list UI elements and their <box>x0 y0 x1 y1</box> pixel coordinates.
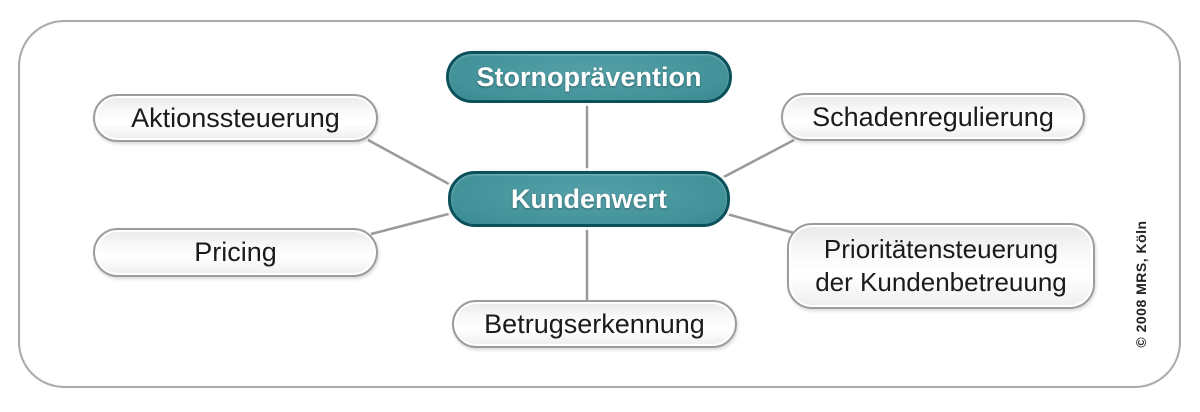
node-prioritaetensteuerung: Prioritätensteuerung der Kundenbetreuung <box>787 223 1095 309</box>
node-stornopraevention: Stornoprävention <box>446 51 732 103</box>
node-aktionssteuerung: Aktionssteuerung <box>93 94 378 142</box>
node-kundenwert: Kundenwert <box>448 171 730 227</box>
connector-kundenwert-pricing <box>370 209 461 236</box>
copyright-notice: © 2008 MRS, Köln <box>1133 220 1149 348</box>
node-prioritaetensteuerung-line2: der Kundenbetreuung <box>815 267 1067 297</box>
node-prioritaetensteuerung-line1: Prioritätensteuerung <box>823 234 1059 264</box>
node-schadenregulierung: Schadenregulierung <box>781 93 1085 141</box>
connector-kundenwert-schadenregulierung <box>719 138 795 181</box>
node-pricing: Pricing <box>93 228 378 277</box>
node-betrugserkennung: Betrugserkennung <box>452 300 737 348</box>
connector-kundenwert-aktionssteuerung <box>367 138 461 192</box>
connector-kundenwert-prioritaetensteuerung <box>719 210 795 235</box>
